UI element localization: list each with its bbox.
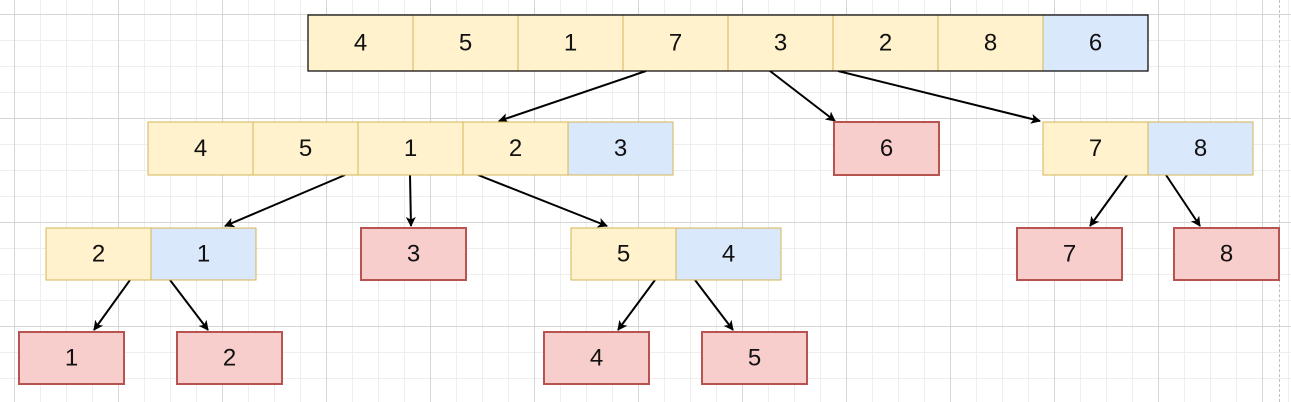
sorted-leaf-box [176,331,283,385]
node-leaf-1: 1 [18,331,125,385]
arrow-left-1-to-pivot-3 [405,174,416,227]
arrow-left-1-to-left-2 [224,174,346,228]
array-cell [1042,121,1149,176]
node-pivot-6: 6 [833,121,940,176]
array-cell [937,14,1044,72]
sorted-leaf-box [1173,227,1280,281]
array-cell [252,121,359,176]
node-leaf-7: 7 [1016,227,1123,281]
array-cell-value: 3 [774,29,787,56]
array-cell-value: 5 [299,135,312,162]
array-cell-value: 7 [669,29,682,56]
sorted-leaf-value: 2 [223,344,236,371]
arrow-right-1-to-leaf-7 [1089,174,1128,227]
array-cell [357,121,464,176]
array-cell-value: 4 [194,135,207,162]
pivot-cell-value: 4 [722,240,735,267]
pivot-cell [567,121,674,176]
pivot-cell [1147,121,1254,176]
sorted-leaf-value: 4 [590,344,603,371]
array-cell-value: 2 [92,240,105,267]
node-pivot-3: 3 [360,227,467,281]
array-cell-value: 1 [564,29,577,56]
array-cell [727,14,834,72]
page-boundary-line [1279,0,1280,402]
node-root: 4 5 1 7 3 2 8 6 [307,14,1149,72]
arrow-left-2-to-leaf-2 [169,279,209,331]
array-cell [462,121,569,176]
array-cell-value: 1 [404,135,417,162]
sorted-leaf-value: 7 [1063,240,1076,267]
array-cell-value: 8 [984,29,997,56]
array-cell-value: 5 [617,240,630,267]
pivot-cell [150,227,257,281]
array-cell [147,121,254,176]
node-leaf-4: 4 [543,331,650,385]
arrow-root-to-left-1 [498,70,647,123]
edges [93,70,1201,331]
array-cell [832,14,939,72]
arrow-right-1-to-leaf-8 [1165,174,1201,227]
arrow-left-2-to-leaf-1 [93,279,131,331]
array-cell-value: 5 [459,29,472,56]
array-cell [45,227,152,281]
arrow-mid-2-to-leaf-5 [694,279,734,331]
node-leaf-2: 2 [176,331,283,385]
sorted-leaf-value: 5 [748,344,761,371]
pivot-cell-value: 6 [1089,29,1102,56]
sorted-leaf-value: 1 [65,344,78,371]
sorted-leaf-box [833,121,940,176]
sorted-leaf-box [360,227,467,281]
arrow-mid-2-to-leaf-4 [617,279,656,331]
sorted-leaf-value: 3 [407,240,420,267]
array-cell [517,14,624,72]
sorted-leaf-box [18,331,125,385]
pivot-cell-value: 8 [1194,135,1207,162]
pivot-cell-value: 1 [197,240,210,267]
pivot-cell [675,227,782,281]
arrow-root-to-pivot-6 [769,70,836,122]
sorted-leaf-box [701,331,808,385]
sorted-leaf-value: 8 [1220,240,1233,267]
sorted-leaf-box [1016,227,1123,281]
array-cell-value: 7 [1089,135,1102,162]
array-outline [307,14,1149,72]
array-cell-value: 2 [509,135,522,162]
node-leaf-8: 8 [1173,227,1280,281]
array-cell-value: 2 [879,29,892,56]
node-left-1: 4 5 1 2 3 [147,121,674,176]
sorted-leaf-value: 6 [880,135,893,162]
arrow-left-1-to-mid-2 [477,174,608,228]
arrow-root-to-right-1 [837,70,1041,124]
sorted-leaf-box [543,331,650,385]
pivot-cell-value: 3 [614,135,627,162]
array-cell-value: 4 [354,29,367,56]
node-leaf-5: 5 [701,331,808,385]
